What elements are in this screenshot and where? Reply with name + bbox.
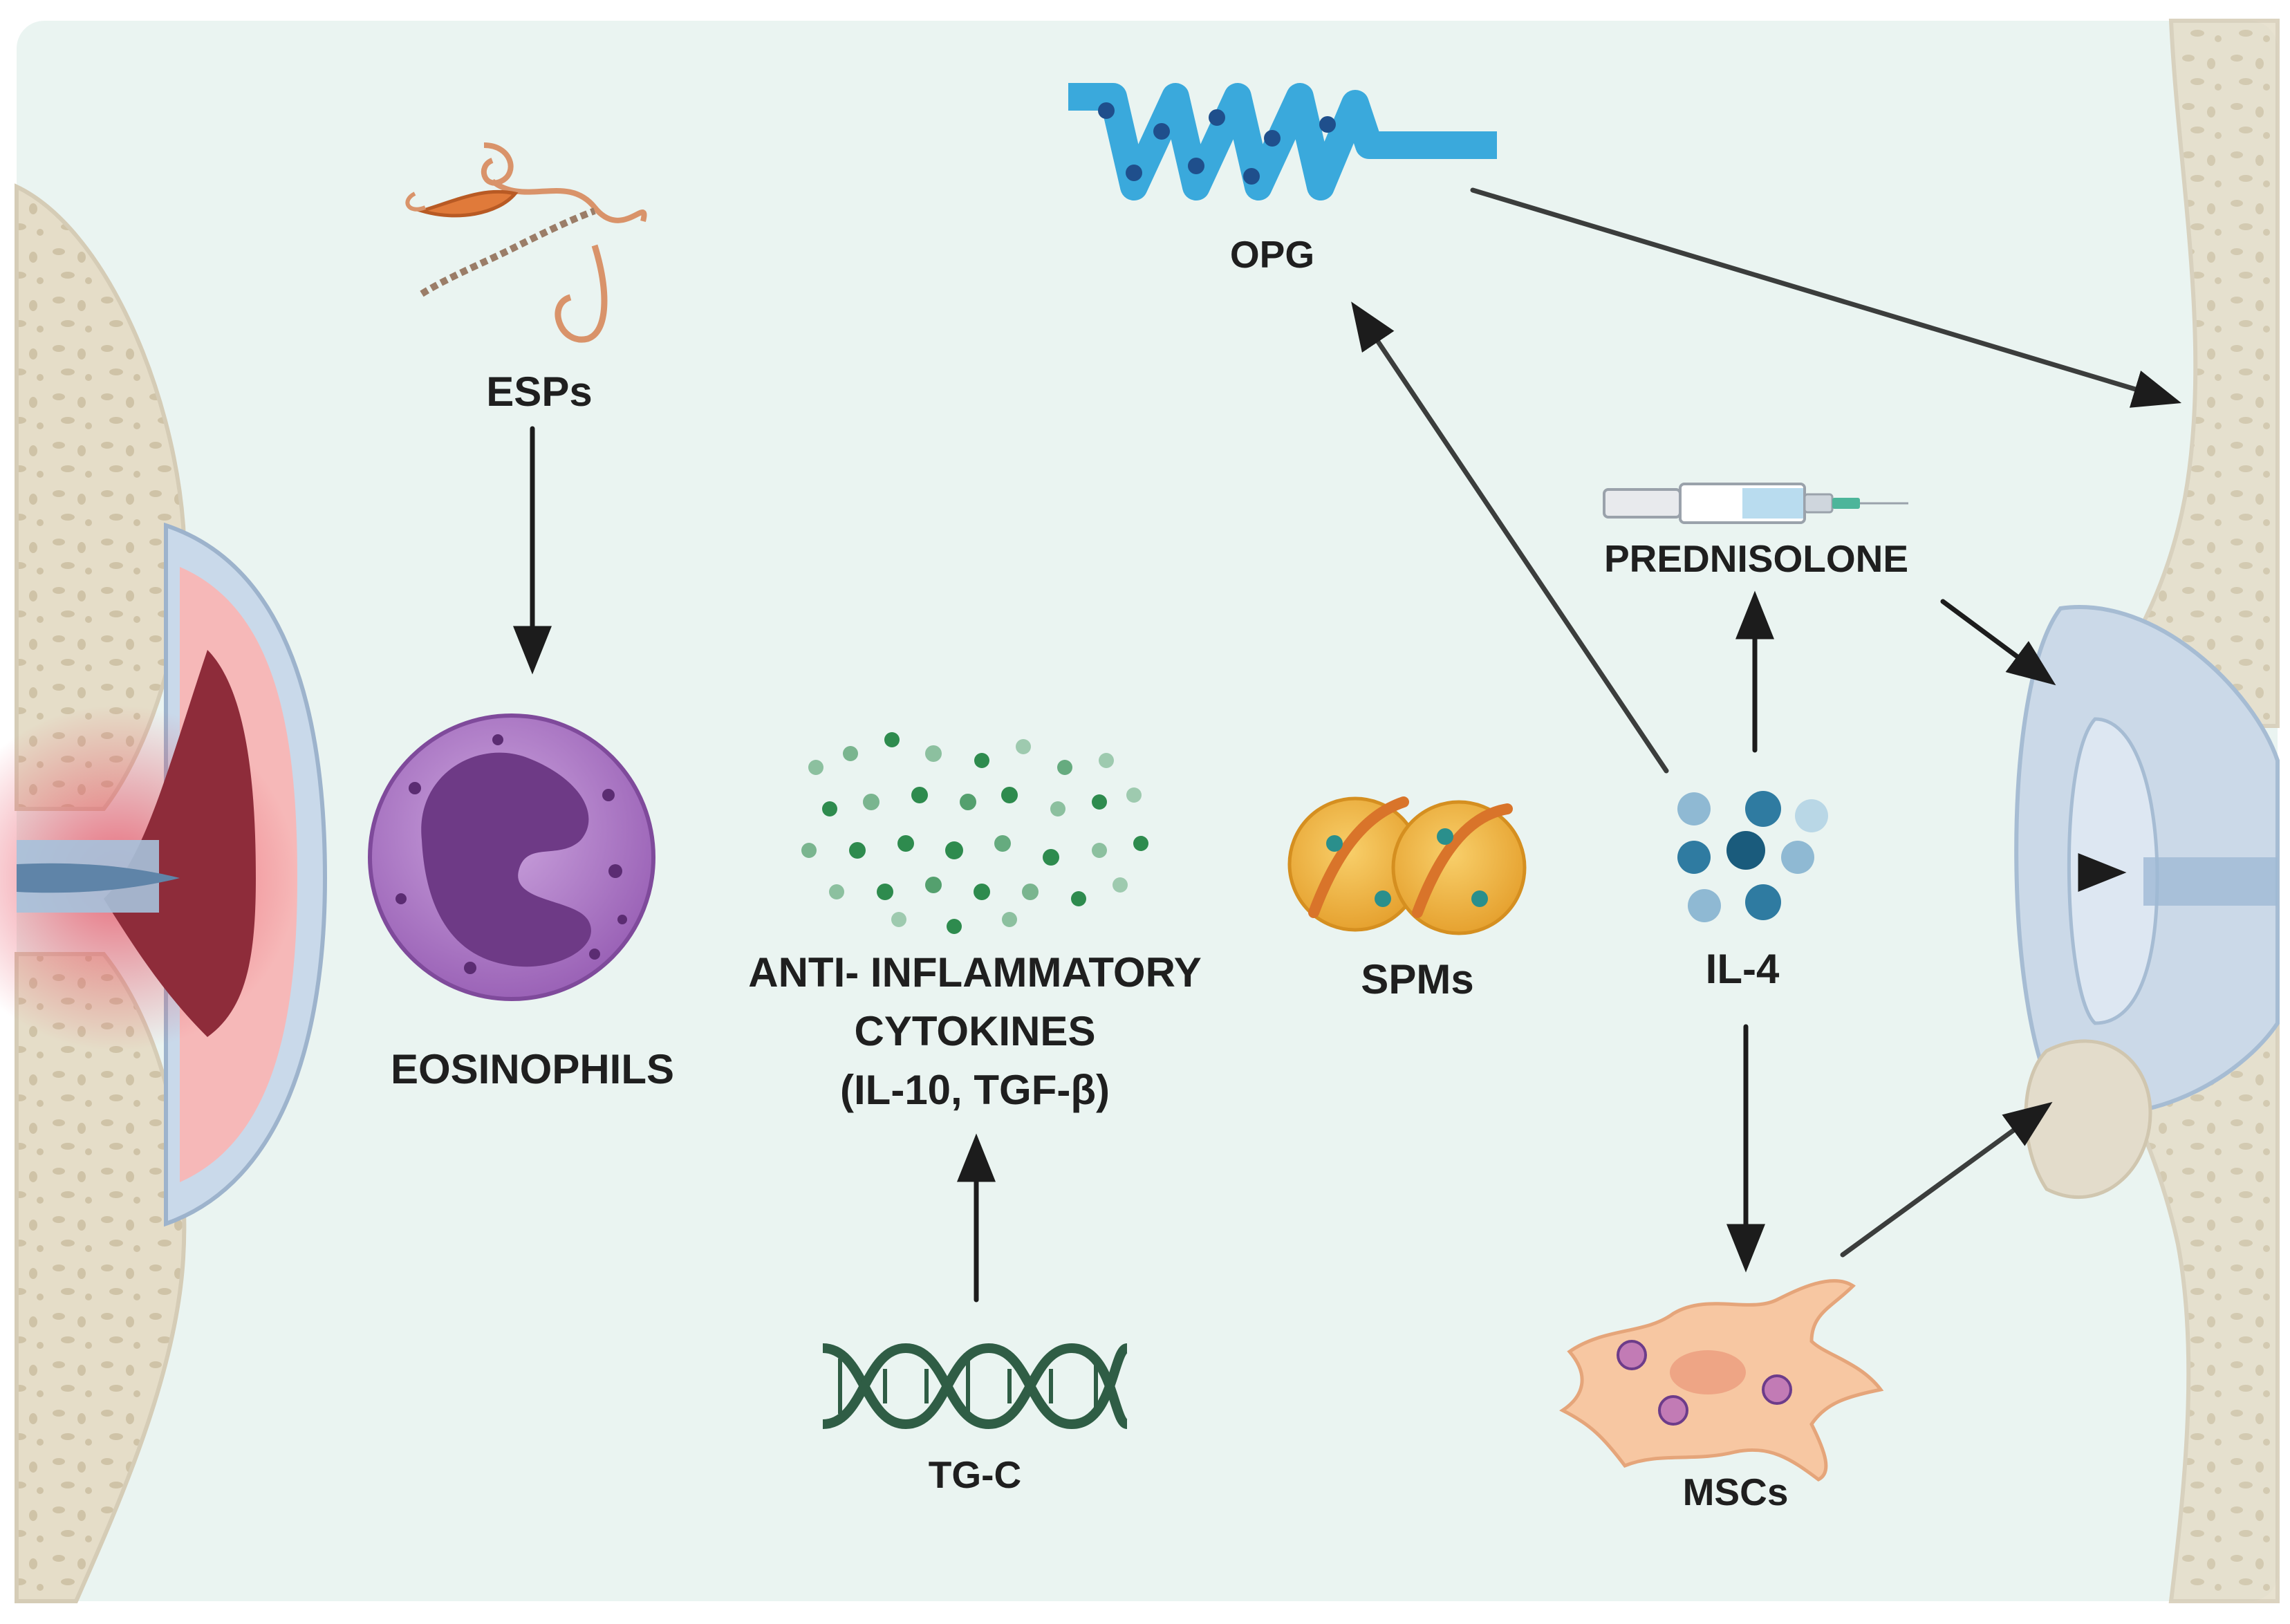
eosinophil-icon xyxy=(368,713,655,1001)
label-cytokines-line1: ANTI- INFLAMMATORY xyxy=(748,949,1202,996)
spm-icon xyxy=(1287,796,1527,935)
msc-cell-icon xyxy=(1559,1279,1884,1482)
label-prednisolone: PREDNISOLONE xyxy=(1603,537,1909,580)
arrow-il4-to-opg xyxy=(1351,301,1669,774)
arrow-mscs-to-joint xyxy=(1840,1101,2053,1258)
il4-icon xyxy=(1677,791,1828,922)
label-cytokines-line2: CYTOKINES xyxy=(854,1008,1096,1054)
label-eosinophils: EOSINOPHILS xyxy=(390,1046,675,1092)
background-panel xyxy=(17,21,2278,1601)
dna-icon xyxy=(822,1343,1129,1430)
opg-protein-icon xyxy=(1068,83,1497,200)
arrows xyxy=(513,187,2182,1303)
cytokine-cloud-icon xyxy=(801,732,1148,934)
label-mscs: MSCs xyxy=(1682,1471,1789,1513)
label-il4: IL-4 xyxy=(1705,946,1780,992)
inflamed-joint xyxy=(0,183,328,1603)
label-spms: SPMs xyxy=(1361,956,1474,1002)
label-opg: OPG xyxy=(1229,233,1315,276)
arrow-opg-to-joint xyxy=(1470,187,2182,408)
label-tgc: TG-C xyxy=(928,1453,1022,1496)
syringe-icon xyxy=(1603,483,1908,524)
label-cytokines-line3: (IL-10, TGF-β) xyxy=(840,1067,1110,1113)
arrow-prednisolone-to-joint xyxy=(1940,599,2056,686)
parasite-icon xyxy=(405,142,647,343)
label-esps: ESPs xyxy=(486,368,593,415)
